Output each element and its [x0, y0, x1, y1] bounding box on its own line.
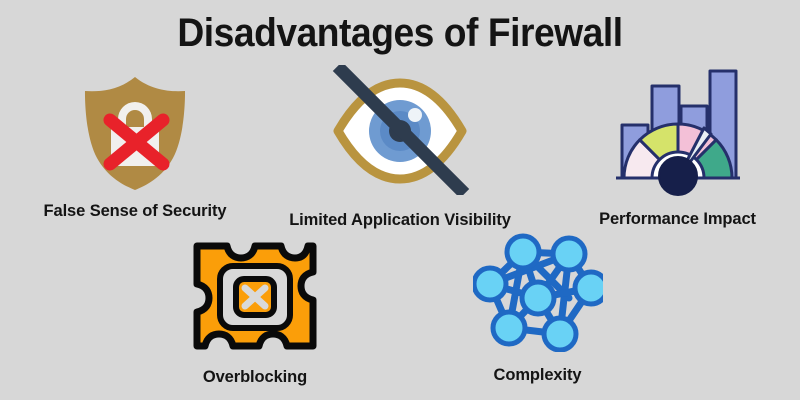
page-title: Disadvantages of Firewall: [177, 11, 623, 55]
item-label-limited-application-visibility: Limited Application Visibility: [289, 211, 511, 229]
item-limited-application-visibility[interactable]: Limited Application Visibility: [265, 61, 535, 230]
item-label-performance-impact: Performance Impact: [599, 210, 756, 228]
chip-blocked-x-icon: [189, 238, 321, 354]
item-complexity[interactable]: Complexity: [430, 232, 645, 385]
eye-slashed-icon: [330, 61, 470, 199]
item-label-complexity: Complexity: [493, 366, 582, 384]
shield-padlock-crossed-icon: [75, 72, 195, 192]
network-graph-icon: [471, 232, 609, 353]
item-label-false-sense-of-security: False Sense of Security: [43, 202, 227, 220]
gauge-bar-chart-icon: [608, 58, 748, 198]
item-performance-impact[interactable]: Performance Impact: [555, 58, 800, 229]
item-overblocking[interactable]: Overblocking: [150, 238, 360, 387]
item-label-overblocking: Overblocking: [202, 368, 308, 386]
item-false-sense-of-security[interactable]: False Sense of Security: [15, 72, 255, 221]
